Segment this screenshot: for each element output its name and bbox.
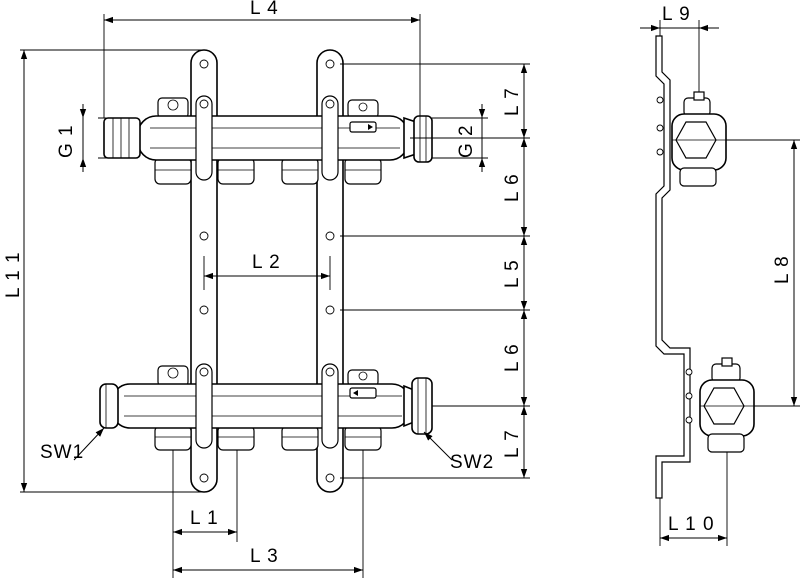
label-l5: L 5 bbox=[502, 259, 523, 288]
label-l9: L 9 bbox=[662, 4, 691, 25]
label-l6-top: L 6 bbox=[502, 173, 523, 202]
label-l10: L 1 0 bbox=[668, 514, 715, 535]
side-labels: L 9 L 8 L 1 0 bbox=[662, 4, 793, 535]
dimension-lines bbox=[20, 16, 528, 574]
side-upper-valve bbox=[671, 91, 727, 187]
label-l2: L 2 bbox=[252, 252, 281, 273]
side-lower-valve bbox=[699, 357, 755, 453]
label-l7-top: L 7 bbox=[502, 87, 523, 116]
label-l3: L 3 bbox=[250, 546, 279, 567]
extension-lines bbox=[20, 14, 530, 578]
lower-manifold bbox=[99, 363, 433, 451]
upper-manifold bbox=[103, 95, 433, 185]
dimension-labels: L 4 L 2 L 1 L 3 L 1 1 G 1 G 2 L 7 L 6 L … bbox=[3, 0, 523, 567]
label-sw2: SW2 bbox=[450, 452, 494, 473]
label-l1: L 1 bbox=[190, 508, 219, 529]
label-l6-bottom: L 6 bbox=[502, 343, 523, 372]
side-dimension-lines bbox=[640, 24, 798, 542]
label-g1: G 1 bbox=[56, 124, 77, 158]
label-l4: L 4 bbox=[250, 0, 279, 19]
front-view: L 4 L 2 L 1 L 3 L 1 1 G 1 G 2 L 7 L 6 L … bbox=[3, 0, 530, 578]
label-l11: L 1 1 bbox=[3, 251, 24, 298]
label-sw1: SW1 bbox=[40, 442, 84, 463]
label-g2: G 2 bbox=[456, 124, 477, 158]
label-l7-bottom: L 7 bbox=[502, 429, 523, 458]
side-view: L 9 L 8 L 1 0 bbox=[640, 4, 800, 546]
label-l8: L 8 bbox=[772, 255, 793, 284]
